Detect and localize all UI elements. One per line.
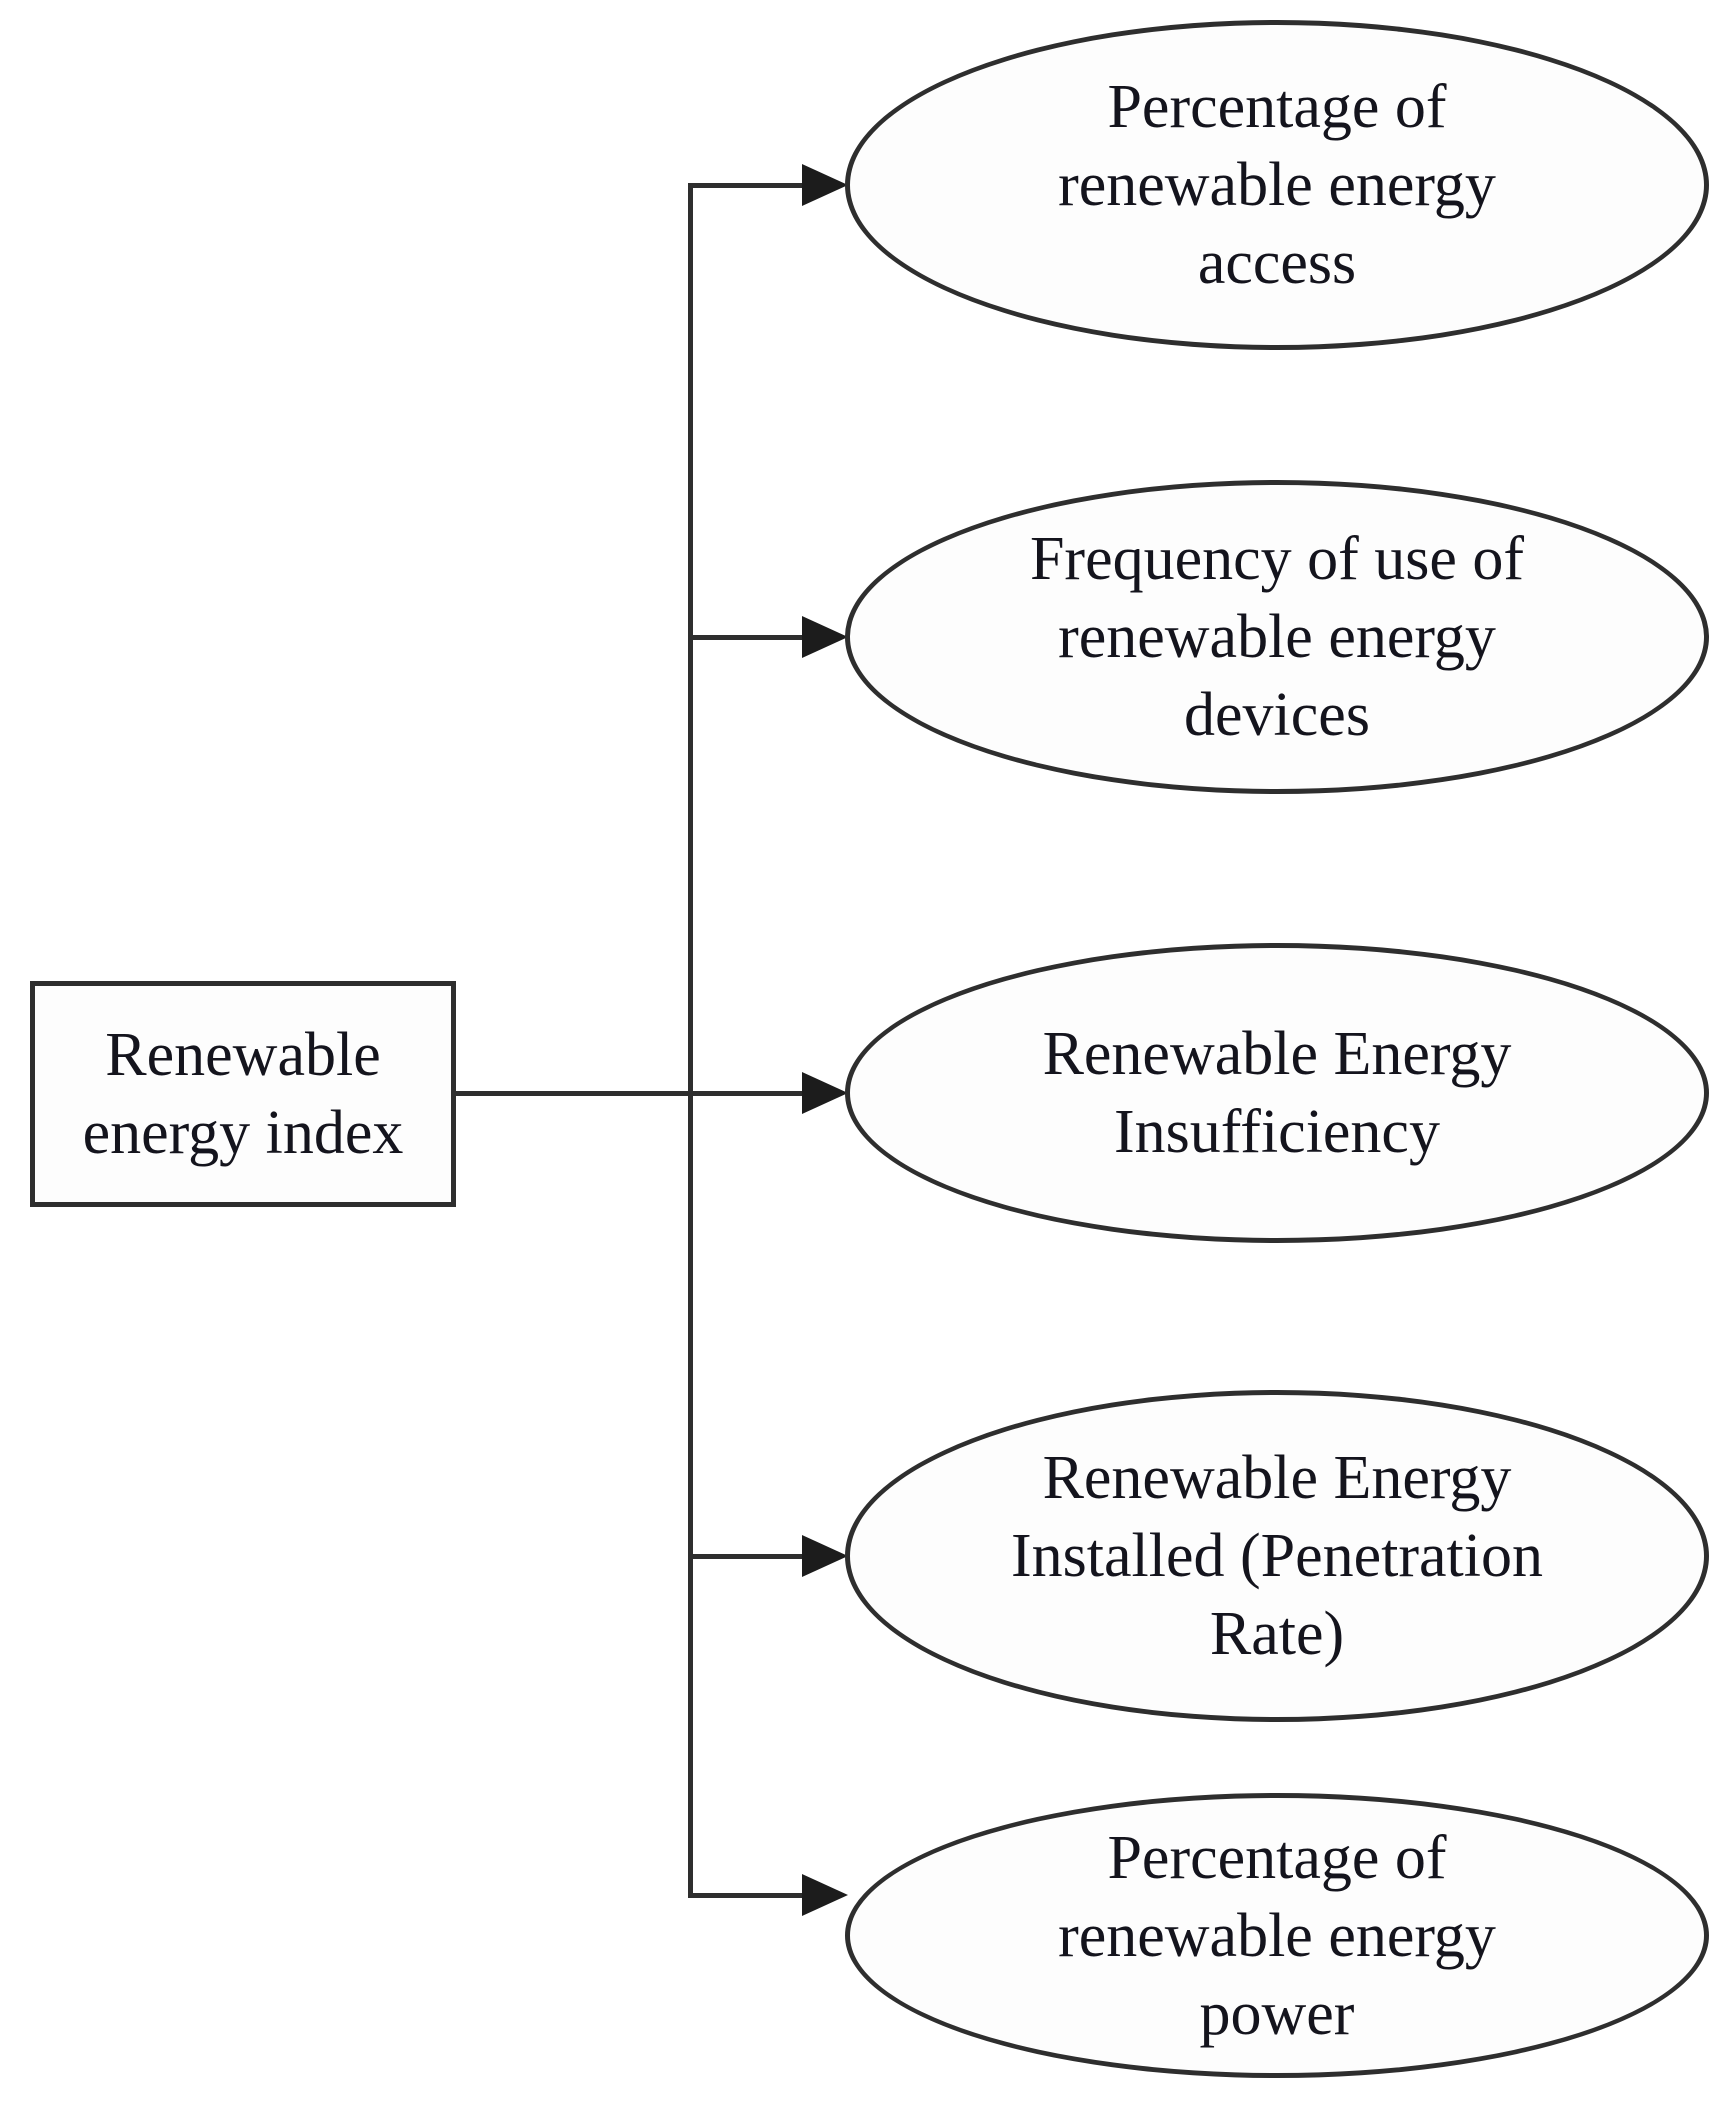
arrowhead-icon-5 xyxy=(802,1874,848,1916)
node-label: Renewable Energy Insufficiency xyxy=(1042,1020,1512,1166)
branch-line-4 xyxy=(688,1554,806,1559)
arrowhead-icon-3 xyxy=(802,1072,848,1114)
branch-line-1 xyxy=(688,183,806,188)
node-ellipse-frequency-of-use: Frequency of use of renewable energy dev… xyxy=(845,480,1709,794)
branch-line-5 xyxy=(688,1893,806,1898)
root-connector-line xyxy=(456,1091,688,1096)
node-label: Renewable Energy Installed (Penetration … xyxy=(1011,1444,1543,1668)
node-label: Percentage of renewable energy power xyxy=(1058,1823,1496,2048)
arrowhead-icon-1 xyxy=(802,164,848,206)
node-ellipse-percentage-power: Percentage of renewable energy power xyxy=(845,1793,1709,2078)
trunk-line xyxy=(688,183,693,1898)
node-ellipse-insufficiency: Renewable Energy Insufficiency xyxy=(845,943,1709,1243)
branch-line-3 xyxy=(688,1091,806,1096)
node-ellipse-percentage-access: Percentage of renewable energy access xyxy=(845,20,1709,350)
root-node-label: Renewable energy index xyxy=(82,1021,404,1167)
node-label: Percentage of renewable energy access xyxy=(1058,73,1496,297)
root-node-box: Renewable energy index xyxy=(30,981,456,1207)
branch-line-2 xyxy=(688,635,806,640)
arrowhead-icon-2 xyxy=(802,616,848,658)
node-label: Frequency of use of renewable energy dev… xyxy=(1029,525,1525,749)
arrowhead-icon-4 xyxy=(802,1535,848,1577)
node-ellipse-installed-penetration-rate: Renewable Energy Installed (Penetration … xyxy=(845,1390,1709,1722)
